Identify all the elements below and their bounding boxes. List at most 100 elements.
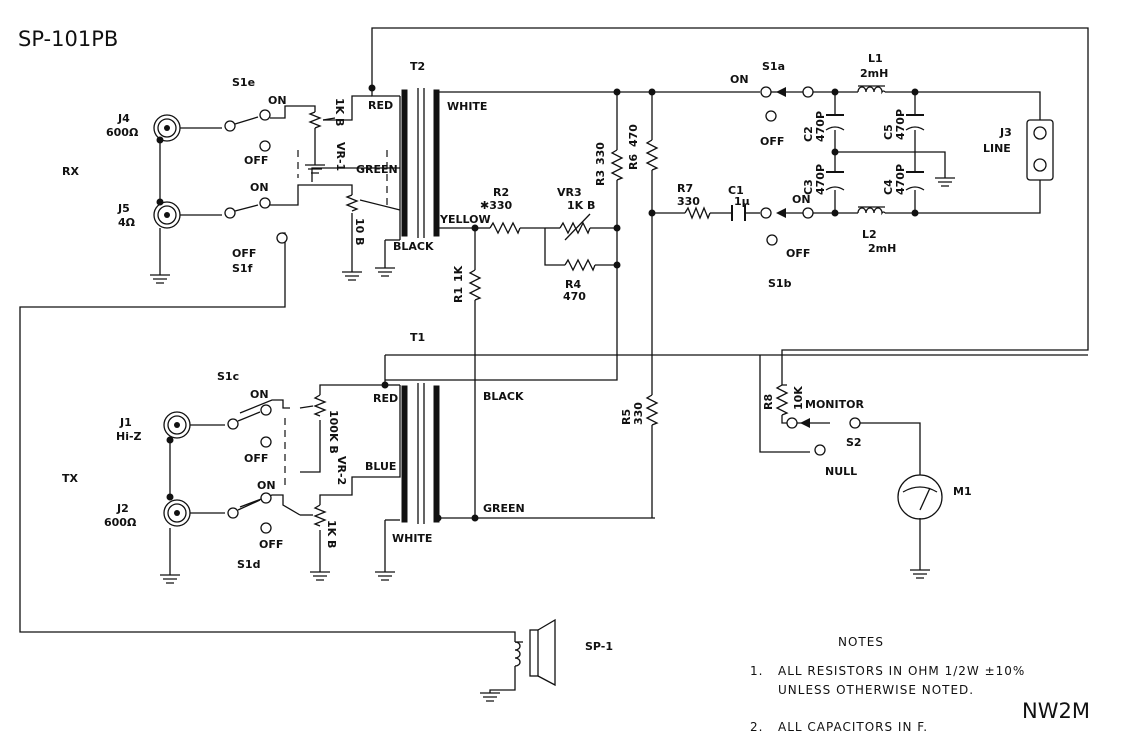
vr1-symbol — [308, 111, 322, 129]
r4-ref: R4 — [565, 278, 581, 291]
j4-ref: J4 — [117, 112, 130, 125]
r5-ref: R5 — [620, 409, 633, 425]
t1-lead-green: GREEN — [483, 502, 525, 515]
r5-symbol — [645, 394, 659, 426]
gang-links — [284, 150, 388, 490]
note-2-number: 2. — [750, 720, 763, 733]
j2-value: 600Ω — [104, 516, 137, 529]
c4-value: 470P — [894, 164, 907, 195]
vr2-value: 100K B — [327, 410, 340, 454]
section-tx-label: TX — [62, 472, 79, 485]
inductor-symbols — [857, 85, 886, 216]
t1-lead-white: WHITE — [392, 532, 432, 545]
ground-symbols — [150, 164, 955, 702]
c4-ref: C4 — [882, 179, 895, 195]
c4-symbol — [905, 171, 925, 191]
s1b-on: ON — [792, 193, 811, 206]
r1-value: 1K — [452, 265, 465, 282]
r3-value: 330 — [594, 142, 607, 165]
r1-ref: R1 — [452, 287, 465, 303]
s1b-label: S1b — [768, 277, 792, 290]
speaker-sp1-symbol — [489, 618, 556, 693]
c1-ref: C1 — [728, 184, 744, 197]
t2-lead-yellow: YELLOW — [439, 213, 491, 226]
r5-value: 330 — [632, 402, 645, 425]
s1e-off: OFF — [244, 154, 268, 167]
r7-symbol — [684, 206, 711, 220]
c3-symbol — [825, 171, 845, 191]
t2-lead-green: GREEN — [356, 163, 398, 176]
r7-ref: R7 — [677, 182, 693, 195]
switch-contacts — [224, 86, 861, 534]
junction-dots — [156, 84, 919, 522]
l1-value: 2mH — [860, 67, 888, 80]
l1-ref: L1 — [868, 52, 883, 65]
s1d-on: ON — [257, 479, 276, 492]
jack-j5-symbol — [153, 201, 181, 229]
resistor-symbols — [299, 111, 789, 527]
l2-ref: L2 — [862, 228, 877, 241]
r7-value: 330 — [677, 195, 700, 208]
t2-lead-white: WHITE — [447, 100, 487, 113]
j1-ref: J1 — [119, 416, 132, 429]
s2-label: S2 — [846, 436, 862, 449]
s1f-off: OFF — [232, 247, 256, 260]
jack-j2-symbol — [163, 499, 191, 527]
wiring — [19, 27, 1089, 643]
vr3-value: 1K B — [567, 199, 595, 212]
transformer-t1 — [401, 383, 440, 524]
m1-label: M1 — [953, 485, 972, 498]
c5-ref: C5 — [882, 124, 895, 140]
s1c-off: OFF — [244, 452, 268, 465]
r4-symbol — [564, 258, 596, 272]
vr2-ref: VR-2 — [335, 456, 348, 485]
c2-symbol — [825, 114, 845, 131]
vr1b-value: 10 B — [353, 218, 366, 246]
r6-ref: R6 — [627, 154, 640, 170]
j4-value: 600Ω — [106, 126, 139, 139]
notes-heading: NOTES — [838, 635, 884, 649]
s1b-off: OFF — [786, 247, 810, 260]
j1-value: Hi‑Z — [116, 430, 142, 443]
s1e-label: S1e — [232, 76, 255, 89]
vr2-symbol — [313, 394, 327, 417]
r6-value: 470 — [627, 124, 640, 147]
l1-symbol — [857, 86, 886, 95]
capacitor-symbols — [731, 114, 925, 221]
note-1-number: 1. — [750, 664, 763, 678]
vr3-symbol — [559, 221, 591, 235]
note-2-line-1: ALL CAPACITORS IN F. — [778, 720, 928, 733]
s1c-on: ON — [250, 388, 269, 401]
r8-value: 10K — [792, 386, 805, 410]
t1-ref: T1 — [410, 331, 425, 344]
r3-ref: R3 — [594, 170, 607, 186]
r8-ref: R8 — [762, 394, 775, 410]
sp1-label: SP-1 — [585, 640, 613, 653]
transformer-t2 — [401, 88, 440, 238]
c1-symbol — [731, 205, 746, 221]
t1-lead-black: BLACK — [483, 390, 524, 403]
s1a-on: ON — [730, 73, 749, 86]
r6-symbol — [645, 139, 659, 171]
section-rx-label: RX — [62, 165, 79, 178]
j5-value: 4Ω — [118, 216, 136, 229]
c5-value: 470P — [894, 109, 907, 140]
s1e-on: ON — [268, 94, 287, 107]
t2-lead-red: RED — [368, 99, 393, 112]
l2-value: 2mH — [868, 242, 896, 255]
signature: NW2M — [1022, 699, 1090, 723]
vr3-ref: VR3 — [557, 186, 582, 199]
c2-value: 470P — [814, 111, 827, 142]
jack-j1-symbol — [163, 411, 191, 439]
meter-m1-symbol — [897, 474, 943, 520]
j2-ref: J2 — [116, 502, 129, 515]
vr1-value: 1K B — [333, 98, 346, 126]
note-1-line-2: UNLESS OTHERWISE NOTED. — [778, 683, 974, 697]
t2-ref: T2 — [410, 60, 425, 73]
s1a-label: S1a — [762, 60, 785, 73]
r2-ref: R2 — [493, 186, 509, 199]
s1f-label: S1f — [232, 262, 253, 275]
s1d-label: S1d — [237, 558, 260, 571]
